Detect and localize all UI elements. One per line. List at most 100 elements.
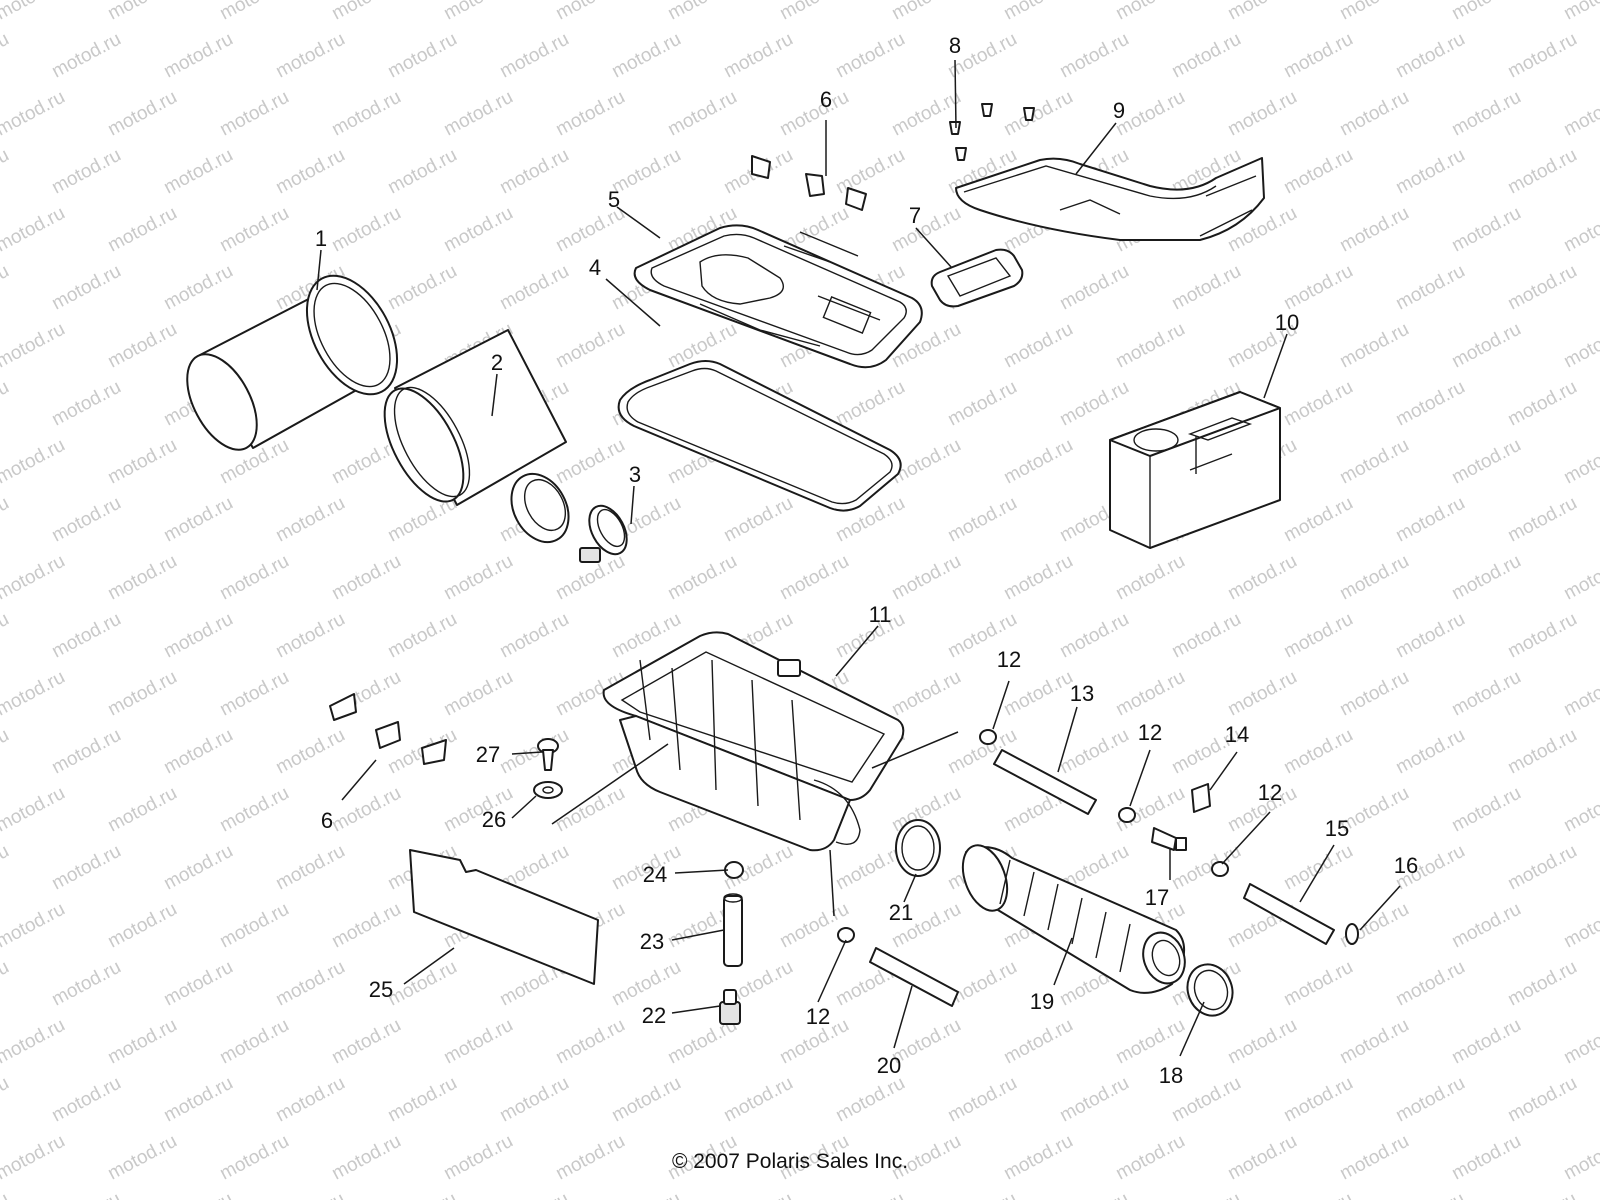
watermark-text: motod.ru xyxy=(0,841,13,895)
watermark-text: motod.ru xyxy=(776,0,852,24)
watermark-text: motod.ru xyxy=(1280,1189,1356,1200)
watermark-text: motod.ru xyxy=(664,0,740,24)
watermark-text: motod.ru xyxy=(328,1015,404,1069)
watermark-text: motod.ru xyxy=(216,667,292,721)
watermark-text: motod.ru xyxy=(160,841,236,895)
callout-12-a: 12 xyxy=(997,647,1021,672)
watermark-text: motod.ru xyxy=(1448,783,1524,837)
watermark-text: motod.ru xyxy=(272,493,348,547)
callout-12-d: 12 xyxy=(806,1004,830,1029)
watermark-text: motod.ru xyxy=(0,319,69,373)
callout-26: 26 xyxy=(482,807,506,832)
watermark-text: motod.ru xyxy=(608,1189,684,1200)
callout-12-c: 12 xyxy=(1258,780,1282,805)
watermark-text: motod.ru xyxy=(1000,1015,1076,1069)
watermark-text: motod.ru xyxy=(552,1131,628,1185)
watermark-text: motod.ru xyxy=(384,1189,460,1200)
part-15-hose xyxy=(1243,883,1335,945)
watermark-text: motod.ru xyxy=(832,377,908,431)
watermark-text: motod.ru xyxy=(1336,1015,1412,1069)
watermark-text: motod.ru xyxy=(48,1189,124,1200)
watermark-text: motod.ru xyxy=(0,493,13,547)
part-2-filter-element xyxy=(383,329,570,544)
watermark-text: motod.ru xyxy=(1336,551,1412,605)
watermark-text: motod.ru xyxy=(160,957,236,1011)
watermark-text: motod.ru xyxy=(216,899,292,953)
part-3-clamp xyxy=(579,504,628,563)
watermark-text: motod.ru xyxy=(104,87,180,141)
watermark-text: motod.ru xyxy=(496,145,572,199)
watermark-text: motod.ru xyxy=(1448,203,1524,257)
watermark-text: motod.ru xyxy=(1448,899,1524,953)
watermark-text: motod.ru xyxy=(216,0,292,24)
watermark-text: motod.ru xyxy=(1504,841,1580,895)
part-18-clamp xyxy=(1186,963,1234,1017)
part-25-shield xyxy=(409,849,599,985)
callout-7: 7 xyxy=(909,203,921,228)
watermark-text: motod.ru xyxy=(1000,87,1076,141)
watermark-text: motod.ru xyxy=(0,725,13,779)
watermark-text: motod.ru xyxy=(832,1073,908,1127)
watermark-text: motod.ru xyxy=(1280,377,1356,431)
part-9-intake-duct xyxy=(955,157,1265,241)
watermark-text: motod.ru xyxy=(272,29,348,83)
watermark-text: motod.ru xyxy=(328,203,404,257)
watermark-text: motod.ru xyxy=(1224,551,1300,605)
watermark-text: motod.ru xyxy=(48,609,124,663)
callout-6-top: 6 xyxy=(820,87,832,112)
watermark-text: motod.ru xyxy=(496,1073,572,1127)
watermark-text: motod.ru xyxy=(1224,667,1300,721)
watermark-text: motod.ru xyxy=(272,1073,348,1127)
watermark-text: motod.ru xyxy=(0,609,13,663)
watermark-text: motod.ru xyxy=(1560,1015,1600,1069)
watermark-text: motod.ru xyxy=(48,725,124,779)
watermark-text: motod.ru xyxy=(1448,87,1524,141)
callout-labels: 1 2 3 4 5 6 6 7 8 9 10 11 12 12 12 12 12… xyxy=(315,33,1418,1088)
watermark-text: motod.ru xyxy=(496,261,572,315)
watermark-text: motod.ru xyxy=(944,957,1020,1011)
watermark-text: motod.ru xyxy=(1056,609,1132,663)
watermark-text: motod.ru xyxy=(1504,957,1580,1011)
watermark-text: motod.ru xyxy=(1392,261,1468,315)
watermark-text: motod.ru xyxy=(1448,1131,1524,1185)
watermark-text: motod.ru xyxy=(440,1131,516,1185)
watermark-text: motod.ru xyxy=(1560,319,1600,373)
watermark-text: motod.ru xyxy=(48,261,124,315)
watermark-text: motod.ru xyxy=(0,29,13,83)
watermark-text: motod.ru xyxy=(1392,609,1468,663)
watermark-text: motod.ru xyxy=(1560,551,1600,605)
watermark-text: motod.ru xyxy=(496,29,572,83)
callout-5: 5 xyxy=(608,187,620,212)
watermark-text: motod.ru xyxy=(104,1131,180,1185)
watermark-text: motod.ru xyxy=(216,1015,292,1069)
watermark-text: motod.ru xyxy=(0,957,13,1011)
callout-6-left: 6 xyxy=(321,808,333,833)
watermark-text: motod.ru xyxy=(440,0,516,24)
watermark-text: motod.ru xyxy=(1000,435,1076,489)
watermark-text: motod.ru xyxy=(272,841,348,895)
watermark-text: motod.ru xyxy=(1112,551,1188,605)
watermark-text: motod.ru xyxy=(384,957,460,1011)
watermark-text: motod.ru xyxy=(104,435,180,489)
watermark-text: motod.ru xyxy=(0,87,69,141)
watermark-text: motod.ru xyxy=(272,725,348,779)
watermark-text: motod.ru xyxy=(1392,1189,1468,1200)
watermark-text: motod.ru xyxy=(1112,667,1188,721)
watermark-text: motod.ru xyxy=(216,783,292,837)
watermark-text: motod.ru xyxy=(1448,0,1524,24)
watermark-text: motod.ru xyxy=(1056,725,1132,779)
watermark-text: motod.ru xyxy=(1280,841,1356,895)
callout-18: 18 xyxy=(1159,1063,1183,1088)
watermark-text: motod.ru xyxy=(888,0,964,24)
watermark-text: motod.ru xyxy=(1056,1073,1132,1127)
callout-23: 23 xyxy=(640,929,664,954)
callout-9: 9 xyxy=(1113,98,1125,123)
watermark-text: motod.ru xyxy=(104,667,180,721)
watermark-text: motod.ru xyxy=(1168,609,1244,663)
watermark-text: motod.ru xyxy=(1224,1015,1300,1069)
watermark-text: motod.ru xyxy=(440,551,516,605)
watermark-text: motod.ru xyxy=(1448,667,1524,721)
watermark-text: motod.ru xyxy=(1000,319,1076,373)
callout-11: 11 xyxy=(869,602,892,627)
